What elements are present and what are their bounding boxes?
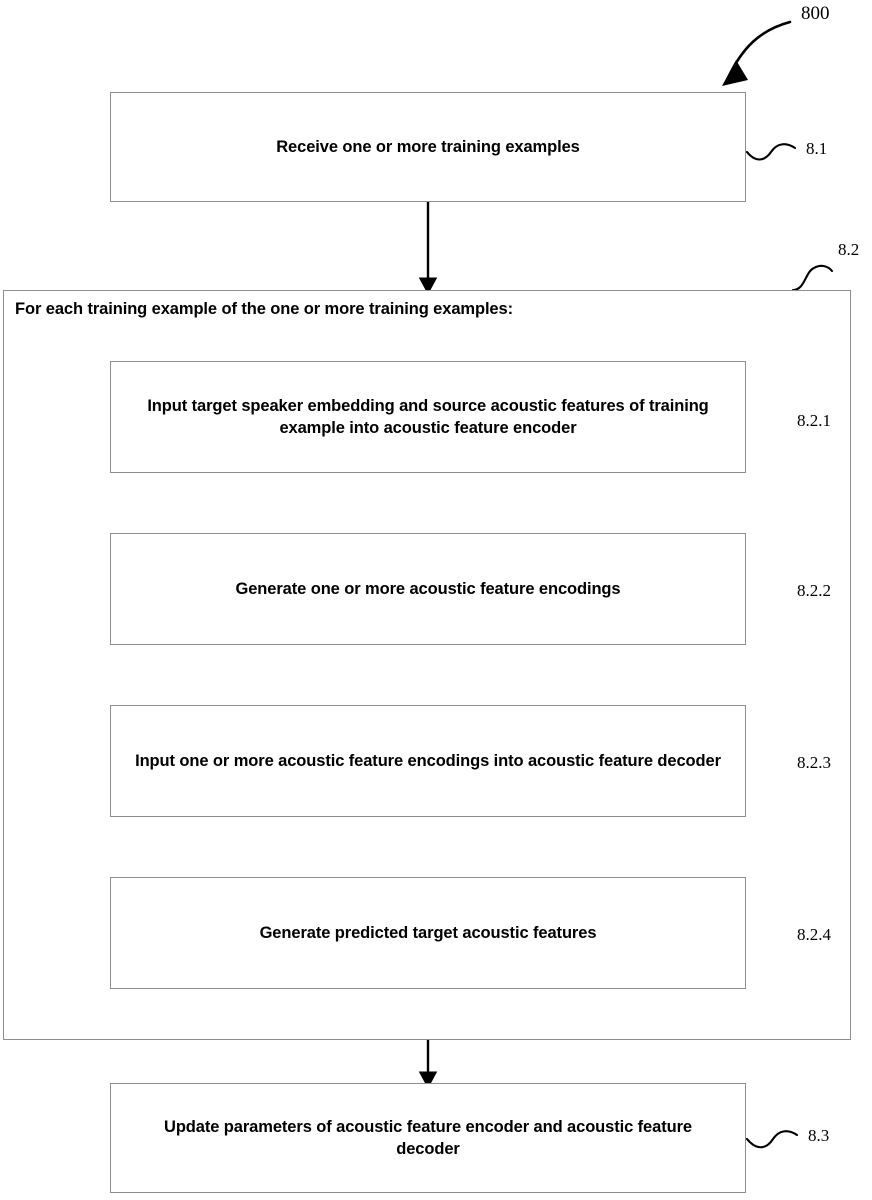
ref-label-8-2: 8.2 bbox=[838, 240, 860, 259]
step-box-8-2-1[interactable]: Input target speaker embedding and sourc… bbox=[110, 361, 746, 473]
ref-label-8-2-1: 8.2.1 bbox=[797, 411, 831, 430]
step-box-8-1-text: Receive one or more training examples bbox=[276, 137, 580, 156]
step-box-8-2-3[interactable]: Input one or more acoustic feature encod… bbox=[110, 705, 746, 817]
step-box-8-2-2[interactable]: Generate one or more acoustic feature en… bbox=[110, 533, 746, 645]
step-box-8-2-3-text: Input one or more acoustic feature encod… bbox=[135, 751, 721, 770]
leader-8-2 bbox=[791, 264, 834, 292]
ref-label-8-2-2: 8.2.2 bbox=[797, 581, 831, 600]
ref-label-8-2-3: 8.2.3 bbox=[797, 753, 831, 772]
step-box-8-1[interactable]: Receive one or more training examples bbox=[110, 92, 746, 202]
step-box-8-3[interactable]: Update parameters of acoustic feature en… bbox=[110, 1083, 746, 1193]
leader-8-3 bbox=[745, 1130, 799, 1149]
figure-callout-arrow bbox=[722, 20, 792, 86]
leader-8-1 bbox=[745, 143, 797, 161]
figure-number-label: 800 bbox=[801, 3, 830, 24]
step-box-8-2-4-text: Generate predicted target acoustic featu… bbox=[259, 923, 597, 942]
loop-group-title: For each training example of the one or … bbox=[15, 300, 513, 318]
step-box-8-2-4[interactable]: Generate predicted target acoustic featu… bbox=[110, 877, 746, 989]
step-box-8-2-2-text: Generate one or more acoustic feature en… bbox=[235, 579, 621, 598]
ref-label-8-2-4: 8.2.4 bbox=[797, 925, 831, 944]
ref-label-8-1: 8.1 bbox=[806, 139, 828, 158]
ref-label-8-3: 8.3 bbox=[808, 1126, 830, 1145]
step-box-8-3-text: Update parameters of acoustic feature en… bbox=[164, 1117, 692, 1158]
step-box-8-2-1-text: Input target speaker embedding and sourc… bbox=[147, 396, 709, 437]
